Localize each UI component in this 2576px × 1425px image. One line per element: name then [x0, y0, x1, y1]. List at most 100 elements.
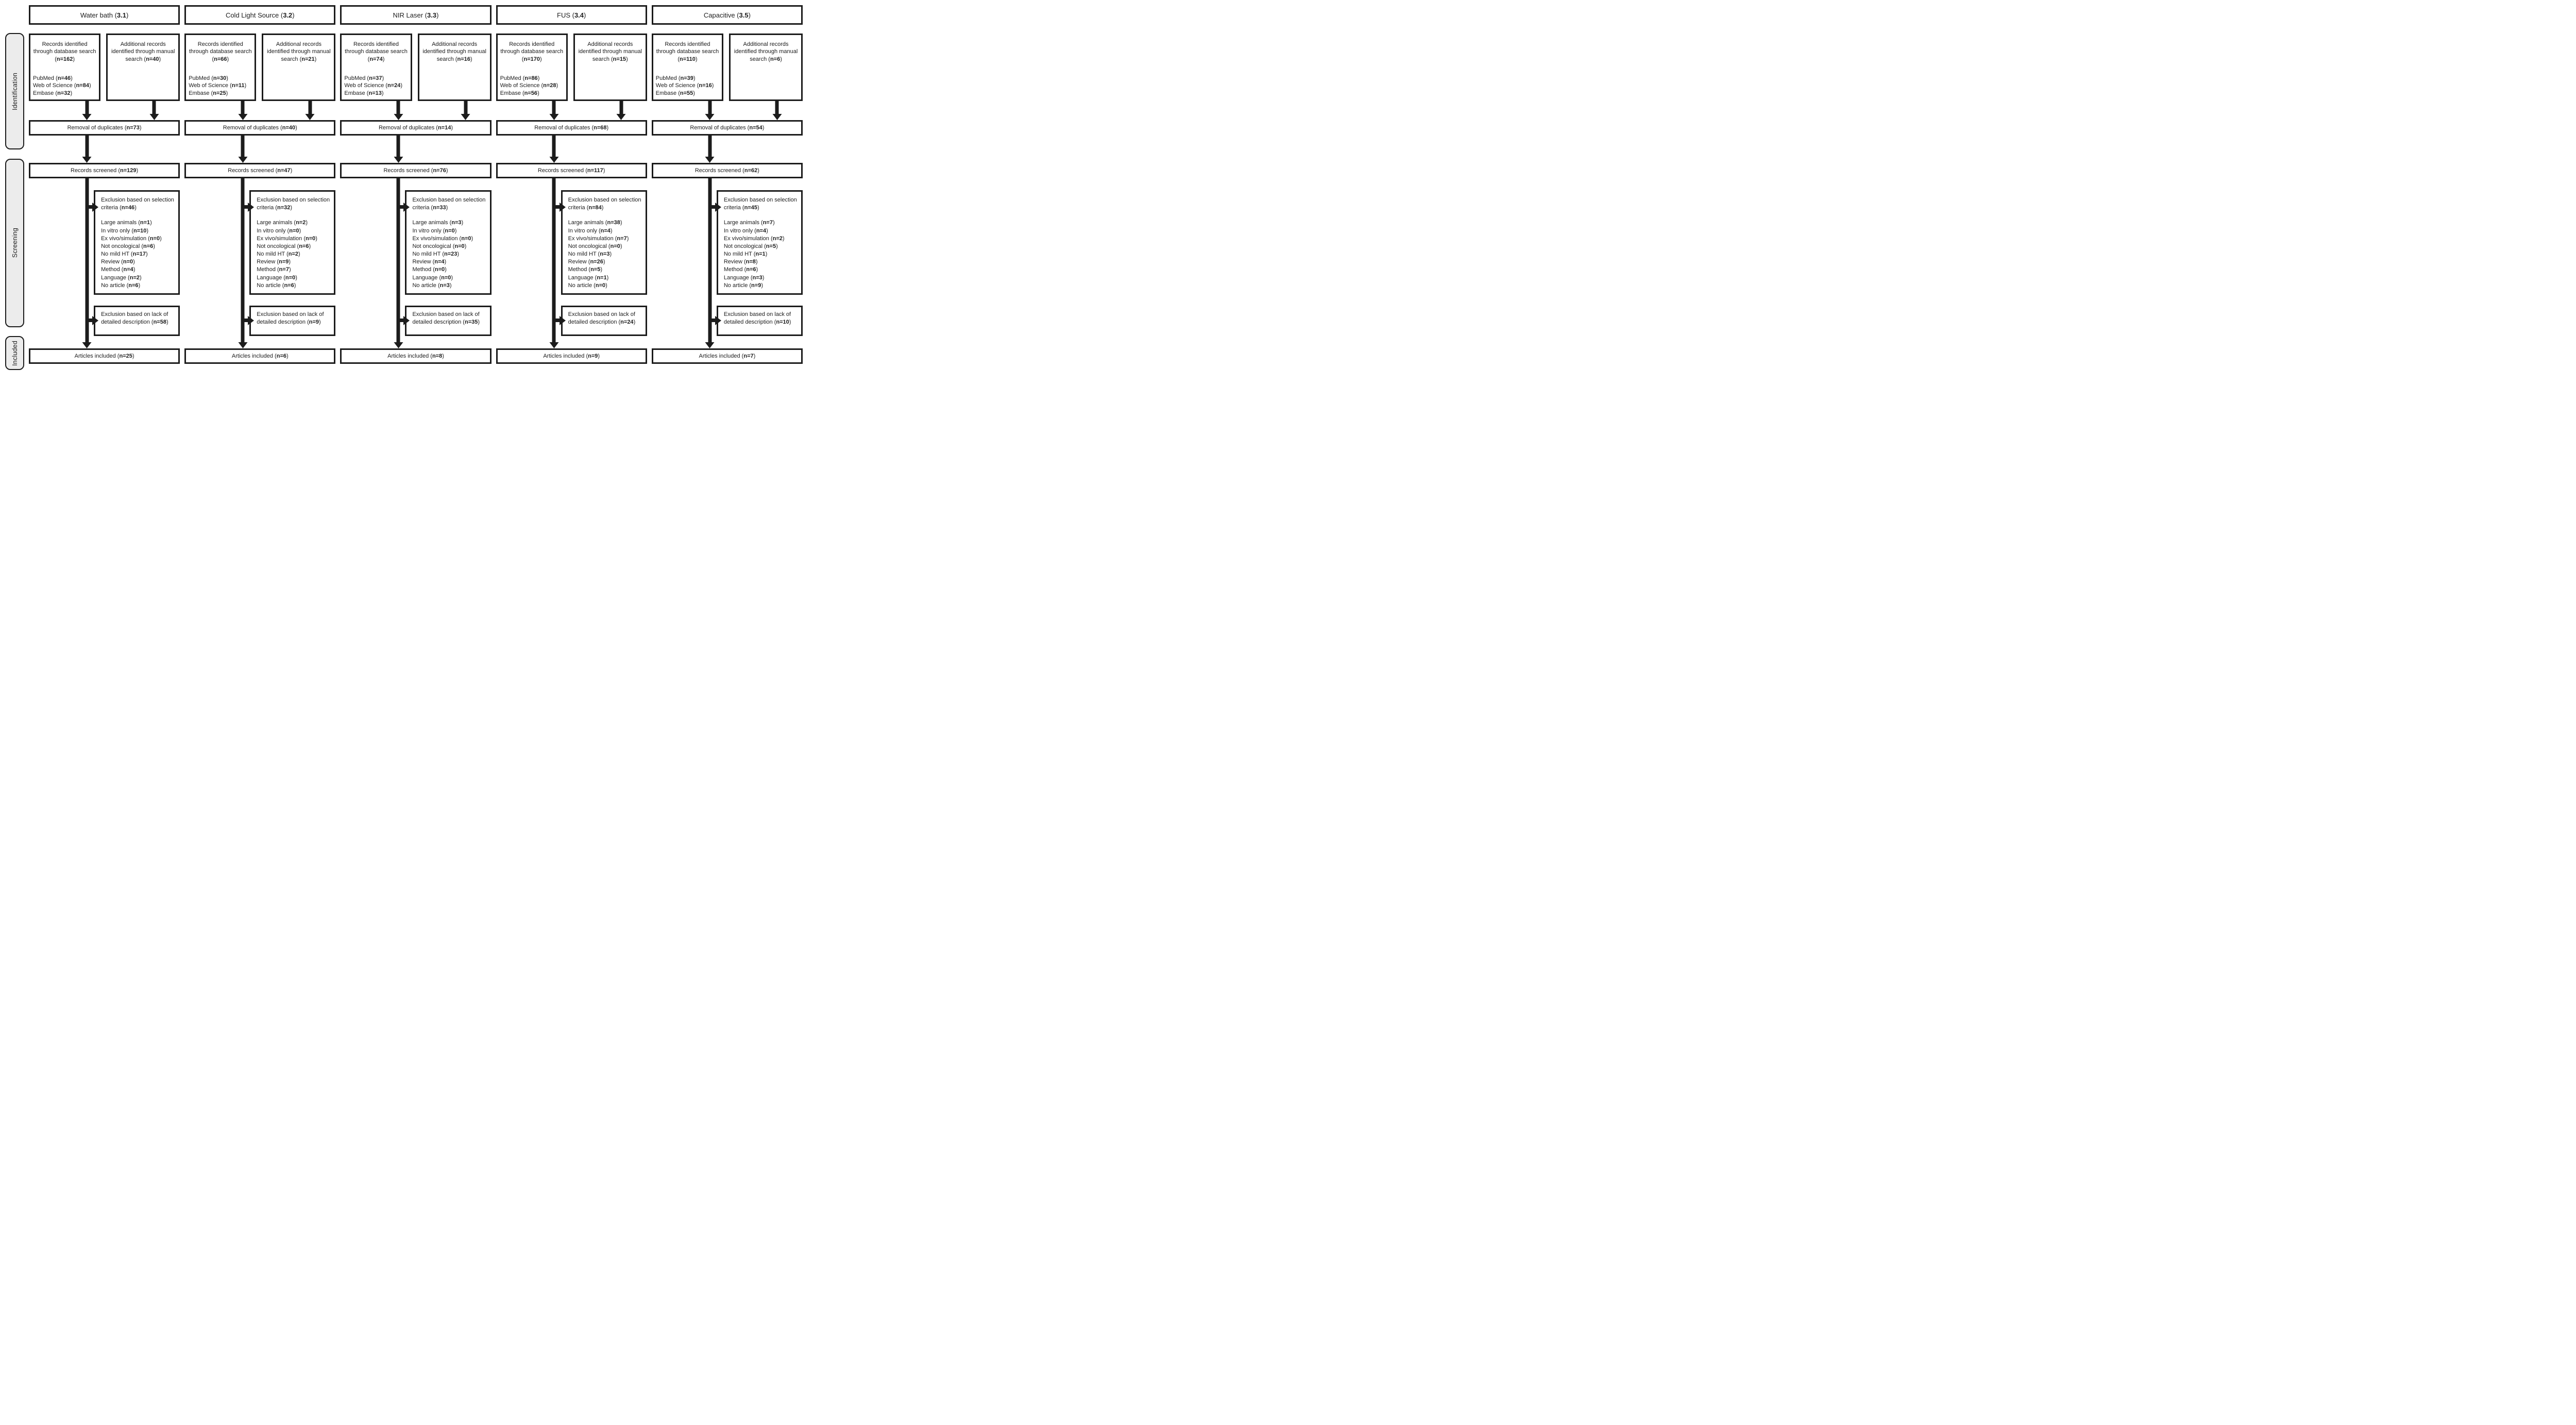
screening-zone: Exclusion based on selection criteria (n…	[29, 178, 180, 348]
exclusion-criteria-box: Exclusion based on selection criteria (n…	[716, 190, 803, 295]
prisma-flow-diagram: Identification Screening Included Water …	[0, 0, 808, 377]
exclusion-reason-line: No mild HT (n=3)	[568, 251, 612, 258]
database-list: PubMed (n=30)Web of Science (n=11)Embase…	[189, 75, 252, 97]
branch-arrow-icon	[709, 318, 716, 322]
exclusion-reason-line: Review (n=4)	[412, 259, 447, 265]
exclusion-criteria-box: Exclusion based on selection criteria (n…	[561, 190, 647, 295]
stage-label-text: Identification	[11, 72, 19, 110]
exclusion-reason-list: Large animals (n=7)In vitro only (n=4)Ex…	[724, 219, 798, 290]
stage-label-screening: Screening	[5, 159, 24, 327]
lack-description-box: Exclusion based on lack of detailed desc…	[561, 306, 647, 336]
removal-duplicates-box: Removal of duplicates (n=68)	[496, 120, 647, 136]
down-arrow-icon	[396, 101, 400, 114]
flow-column: Capacitive (3.5) Records identified thro…	[651, 0, 803, 364]
exclusion-reason-line: No mild HT (n=17)	[101, 251, 148, 258]
exclusion-reason-line: No mild HT (n=1)	[723, 251, 768, 258]
exclusion-reason-line: No mild HT (n=2)	[257, 251, 300, 258]
branch-arrow-icon	[398, 318, 404, 322]
down-arrow-icon	[152, 101, 156, 114]
articles-included-box: Articles included (n=25)	[29, 348, 180, 364]
additional-records-title: Additional records identified through ma…	[734, 41, 798, 62]
additional-records-title: Additional records identified through ma…	[267, 41, 331, 62]
exclusion-criteria-title: Exclusion based on selection criteria (n…	[101, 197, 174, 211]
identification-row: Records identified through database sear…	[496, 33, 647, 101]
database-count-line: Web of Science (n=11)	[189, 82, 247, 89]
flow-column: NIR Laser (3.3) Records identified throu…	[340, 0, 492, 364]
column-header: NIR Laser (3.3)	[340, 5, 492, 25]
identification-arrows	[184, 101, 335, 120]
exclusion-reason-line: Method (n=6)	[723, 266, 758, 273]
database-count-line: Embase (n=56)	[500, 90, 539, 96]
exclusion-reason-line: No article (n=3)	[412, 282, 452, 289]
down-arrow-long-icon	[396, 178, 400, 342]
removal-duplicates-box: Removal of duplicates (n=54)	[651, 120, 803, 136]
exclusion-criteria-box: Exclusion based on selection criteria (n…	[94, 190, 180, 295]
exclusion-reason-line: Method (n=7)	[257, 266, 291, 273]
additional-records-box: Additional records identified through ma…	[573, 33, 647, 101]
down-arrow-icon	[85, 136, 89, 157]
records-identified-box: Records identified through database sear…	[340, 33, 412, 101]
down-arrow-icon	[552, 136, 556, 157]
stage-label-text: Screening	[11, 228, 19, 258]
identification-row: Records identified through database sear…	[184, 33, 336, 101]
records-screened-box: Records screened (n=62)	[651, 163, 803, 178]
exclusion-reason-line: Language (n=0)	[412, 274, 453, 281]
screening-zone: Exclusion based on selection criteria (n…	[340, 178, 492, 348]
exclusion-reason-line: Ex vivo/simulation (n=0)	[412, 235, 473, 242]
exclusion-reason-line: Language (n=2)	[101, 274, 142, 281]
exclusion-reason-line: Large animals (n=7)	[723, 220, 775, 226]
identification-row: Records identified through database sear…	[29, 33, 180, 101]
database-list: PubMed (n=86)Web of Science (n=28)Embase…	[500, 75, 564, 97]
exclusion-reason-line: Method (n=4)	[101, 266, 135, 273]
exclusion-criteria-box: Exclusion based on selection criteria (n…	[249, 190, 336, 295]
columns: Water bath (3.1) Records identified thro…	[29, 0, 803, 364]
down-arrow-icon	[552, 101, 556, 114]
column-header: Water bath (3.1)	[29, 5, 180, 25]
identification-arrows	[29, 101, 180, 120]
branch-arrow-icon	[554, 318, 560, 322]
exclusion-reason-line: In vitro only (n=10)	[101, 227, 149, 234]
screening-zone: Exclusion based on selection criteria (n…	[652, 178, 803, 348]
column-header: FUS (3.4)	[496, 5, 647, 25]
additional-records-title: Additional records identified through ma…	[111, 41, 175, 62]
column-title: NIR Laser (3.3)	[393, 11, 439, 19]
database-count-line: PubMed (n=46)	[33, 75, 73, 82]
branch-arrow-icon	[554, 205, 560, 209]
exclusion-reason-line: No article (n=0)	[568, 282, 607, 289]
exclusion-reason-line: Method (n=0)	[412, 266, 447, 273]
database-count-line: Embase (n=25)	[189, 90, 228, 96]
column-title: Cold Light Source (3.2)	[225, 11, 295, 19]
database-count-line: PubMed (n=30)	[189, 75, 228, 82]
records-screened-box: Records screened (n=117)	[496, 163, 647, 178]
additional-records-title: Additional records identified through ma…	[578, 41, 642, 62]
additional-records-box: Additional records identified through ma…	[417, 33, 492, 101]
database-list: PubMed (n=39)Web of Science (n=16)Embase…	[656, 75, 719, 97]
branch-arrow-icon	[87, 318, 93, 322]
exclusion-reason-list: Large animals (n=3)In vitro only (n=0)Ex…	[412, 219, 486, 290]
down-arrow-long-icon	[708, 178, 712, 342]
identification-arrows	[340, 101, 491, 120]
exclusion-reason-line: Not oncological (n=5)	[723, 243, 778, 249]
column-header: Capacitive (3.5)	[651, 5, 803, 25]
branch-arrow-icon	[243, 205, 249, 209]
exclusion-reason-line: Review (n=0)	[101, 259, 135, 265]
duplicates-arrow-gap	[184, 136, 335, 163]
articles-included-box: Articles included (n=8)	[340, 348, 492, 364]
flow-column: FUS (3.4) Records identified through dat…	[496, 0, 647, 364]
removal-duplicates-box: Removal of duplicates (n=73)	[29, 120, 180, 136]
screening-zone: Exclusion based on selection criteria (n…	[184, 178, 336, 348]
exclusion-reason-line: Language (n=3)	[723, 274, 765, 281]
database-count-line: Embase (n=32)	[33, 90, 73, 96]
exclusion-reason-line: Ex vivo/simulation (n=0)	[257, 235, 317, 242]
exclusion-reason-line: In vitro only (n=0)	[257, 227, 301, 234]
database-list: PubMed (n=46)Web of Science (n=84)Embase…	[33, 75, 96, 97]
records-identified-box: Records identified through database sear…	[184, 33, 257, 101]
additional-records-box: Additional records identified through ma…	[729, 33, 803, 101]
lack-description-box: Exclusion based on lack of detailed desc…	[249, 306, 336, 336]
column-header: Cold Light Source (3.2)	[184, 5, 336, 25]
database-list: PubMed (n=37)Web of Science (n=24)Embase…	[344, 75, 408, 97]
exclusion-reason-line: Review (n=8)	[723, 259, 758, 265]
duplicates-arrow-gap	[496, 136, 647, 163]
database-count-line: PubMed (n=39)	[655, 75, 696, 82]
identification-arrows	[652, 101, 803, 120]
